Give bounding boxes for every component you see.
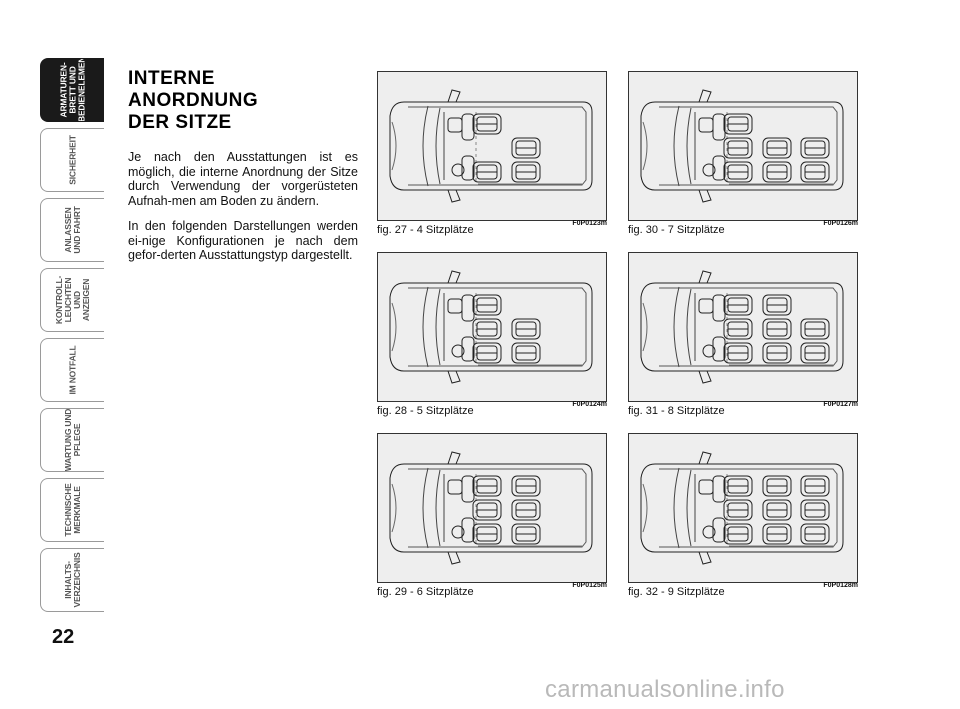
tab-kontrollleuchten[interactable]: KONTROLL- LEUCHTEN UND ANZEIGEN (40, 268, 104, 332)
figure-caption: fig. 29 - 6 Sitzplätze (377, 586, 474, 598)
seat-layout-illustration (628, 71, 858, 221)
page-number: 22 (52, 626, 75, 648)
van-outline (389, 270, 593, 384)
seat-icon (472, 475, 502, 497)
seat-icon (511, 523, 541, 545)
seat-layout-illustration (628, 252, 858, 402)
seat-icon (762, 318, 792, 340)
tab-inhaltsverzeichnis[interactable]: INHALTS- VERZEICHNIS (40, 548, 104, 612)
tab-technische-merkmale[interactable]: TECHNISCHE MERKMALE (40, 478, 104, 542)
seat-icon (800, 161, 830, 183)
figure-caption: fig. 27 - 4 Sitzplätze (377, 224, 474, 236)
seat-group (723, 475, 830, 545)
figure-29: F0P0125m fig. 29 - 6 Sitzplätze (377, 433, 607, 598)
seat-icon (723, 113, 753, 135)
figure-32: F0P0128m fig. 32 - 9 Sitzplätze (628, 433, 858, 598)
van-outline (389, 89, 593, 203)
figure-code: F0P0126m (823, 220, 858, 227)
tab-anlassen[interactable]: ANLASSEN UND FAHRT (40, 198, 104, 262)
seat-icon (511, 161, 541, 183)
tab-label: IM NOTFALL (67, 345, 77, 395)
heading-line-2: ANORDNUNG (128, 90, 259, 111)
seat-icon (723, 137, 753, 159)
body-paragraph-2: In den folgenden Darstellungen werden ei… (128, 219, 358, 262)
seat-icon (723, 318, 753, 340)
seat-layout-illustration (377, 71, 607, 221)
tab-label: INHALTS- VERZEICHNIS (62, 552, 82, 608)
seat-icon (472, 161, 502, 183)
seat-icon (800, 137, 830, 159)
figure-caption: fig. 31 - 8 Sitzplätze (628, 405, 725, 417)
seat-icon (762, 161, 792, 183)
seat-icon (511, 137, 541, 159)
seat-icon (723, 161, 753, 183)
seat-layout-illustration (377, 252, 607, 402)
tab-label: SICHERHEIT (67, 135, 77, 185)
tab-label: WARTUNG UND PFLEGE (62, 408, 82, 472)
tab-label: TECHNISCHE MERKMALE (62, 483, 82, 537)
tab-armaturenbrett[interactable]: ARMATUREN- BRETT UND BEDIENELEMENTE (40, 58, 104, 122)
van-outline (640, 451, 844, 565)
seat-icon (472, 523, 502, 545)
seat-icon (723, 294, 753, 316)
seat-icon (472, 113, 502, 135)
seat-icon (800, 475, 830, 497)
seat-icon (762, 342, 792, 364)
seat-icon (800, 342, 830, 364)
seat-icon (800, 499, 830, 521)
van-outline (389, 451, 593, 565)
van-outline (640, 270, 844, 384)
seat-group (723, 113, 830, 183)
seat-icon (472, 342, 502, 364)
seat-icon (511, 318, 541, 340)
seat-icon (800, 523, 830, 545)
seat-layout-illustration (377, 433, 607, 583)
seat-icon (762, 499, 792, 521)
seat-icon (511, 342, 541, 364)
tab-label: ARMATUREN- BRETT UND BEDIENELEMENTE (58, 58, 86, 122)
figure-code: F0P0124m (572, 401, 607, 408)
seat-icon (472, 318, 502, 340)
figure-31: F0P0127m fig. 31 - 8 Sitzplätze (628, 252, 858, 417)
heading-line-3: DER SITZE (128, 112, 232, 133)
figure-30: F0P0126m fig. 30 - 7 Sitzplätze (628, 71, 858, 236)
tab-wartung[interactable]: WARTUNG UND PFLEGE (40, 408, 104, 472)
figure-28: F0P0124m fig. 28 - 5 Sitzplätze (377, 252, 607, 417)
tab-label: ANLASSEN UND FAHRT (62, 206, 82, 254)
seat-icon (762, 523, 792, 545)
seat-icon (762, 475, 792, 497)
seat-icon (723, 342, 753, 364)
tab-sicherheit[interactable]: SICHERHEIT (40, 128, 104, 192)
seat-icon (472, 294, 502, 316)
seat-icon (511, 475, 541, 497)
tab-label: KONTROLL- LEUCHTEN UND ANZEIGEN (53, 275, 91, 325)
heading-line-1: INTERNE (128, 68, 215, 89)
seat-group (472, 294, 541, 364)
seat-icon (723, 523, 753, 545)
figure-code: F0P0123m (572, 220, 607, 227)
tab-im-notfall[interactable]: IM NOTFALL (40, 338, 104, 402)
van-outline (640, 89, 844, 203)
figure-caption: fig. 32 - 9 Sitzplätze (628, 586, 725, 598)
seat-layout-illustration (628, 433, 858, 583)
seat-icon (762, 137, 792, 159)
seat-group (723, 294, 830, 364)
figure-code: F0P0125m (572, 582, 607, 589)
section-heading: INTERNE ANORDNUNG DER SITZE (128, 68, 368, 134)
seat-icon (723, 475, 753, 497)
body-paragraph-1: Je nach den Ausstattungen ist es möglich… (128, 150, 358, 208)
seat-icon (723, 499, 753, 521)
figure-27: F0P0123m fig. 27 - 4 Sitzplätze (377, 71, 607, 236)
seat-icon (472, 499, 502, 521)
watermark: carmanualsonline.info (545, 676, 785, 703)
figure-caption: fig. 28 - 5 Sitzplätze (377, 405, 474, 417)
seat-icon (511, 499, 541, 521)
figure-code: F0P0128m (823, 582, 858, 589)
seat-icon (800, 318, 830, 340)
seat-group (472, 113, 541, 183)
figure-code: F0P0127m (823, 401, 858, 408)
seat-group (472, 475, 541, 545)
seat-icon (762, 294, 792, 316)
figure-caption: fig. 30 - 7 Sitzplätze (628, 224, 725, 236)
